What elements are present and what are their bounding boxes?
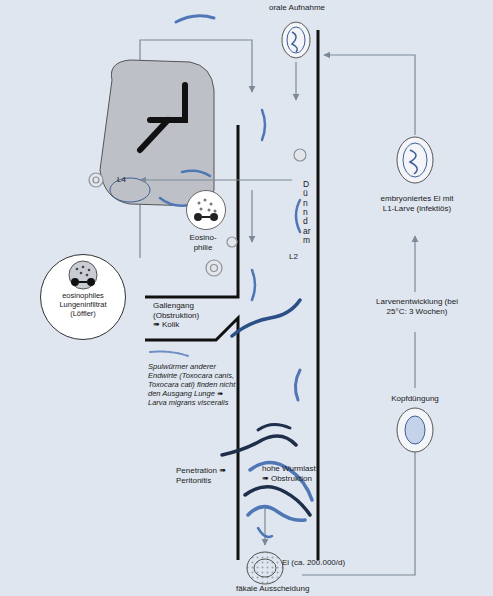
cell-circle: Eosino- philie <box>186 190 228 252</box>
node-subtext: ➠ Kolik <box>153 320 230 330</box>
cells <box>89 149 306 276</box>
stage-label: Kopfdüngung <box>380 394 450 404</box>
complication-label: hohe Wurmlast: ➠ Obstruktion <box>262 464 320 483</box>
stage-label: L4 <box>117 175 133 185</box>
intestine-wall <box>317 30 320 560</box>
node-text: Eosino- philie <box>186 233 220 252</box>
stage-label: Ei (ca. 200.000/d) <box>282 558 362 568</box>
stage-label: Larvenentwicklung (bei 25°C: 3 Wochen) <box>372 296 462 317</box>
node-text: Gallengang (Obstruktion) <box>153 301 230 320</box>
eosinophil-cell <box>186 190 226 230</box>
stage-label: embryoniertes Ei mit L1-Larve (infektiös… <box>374 194 460 213</box>
stage-label: orale Aufnahme <box>262 3 332 13</box>
lung <box>100 60 214 206</box>
infiltrate-drawing <box>41 255 125 291</box>
granules <box>187 191 225 229</box>
bile-duct-box: Gallengang (Obstruktion)➠ Kolik <box>145 297 236 335</box>
node-text: eosinophiles Lungeninfiltrat (Löffler) <box>41 291 125 318</box>
intestine-wall <box>145 318 238 560</box>
organ-label: Dünndarm <box>303 180 312 245</box>
lung-infiltrate-circle: eosinophiles Lungeninfiltrat (Löffler) <box>40 254 126 340</box>
complication-label: Penetration ➠ Peritonitis <box>176 466 236 485</box>
infiltrate-cells <box>41 255 125 291</box>
note-label: Spulwürmer anderer Endwirte (Toxocara ca… <box>148 362 238 407</box>
stage-label: fäkale Ausscheidung <box>236 584 356 594</box>
intestine-wall <box>145 125 238 297</box>
worms <box>150 16 312 537</box>
stage-label: L2 <box>289 252 305 262</box>
